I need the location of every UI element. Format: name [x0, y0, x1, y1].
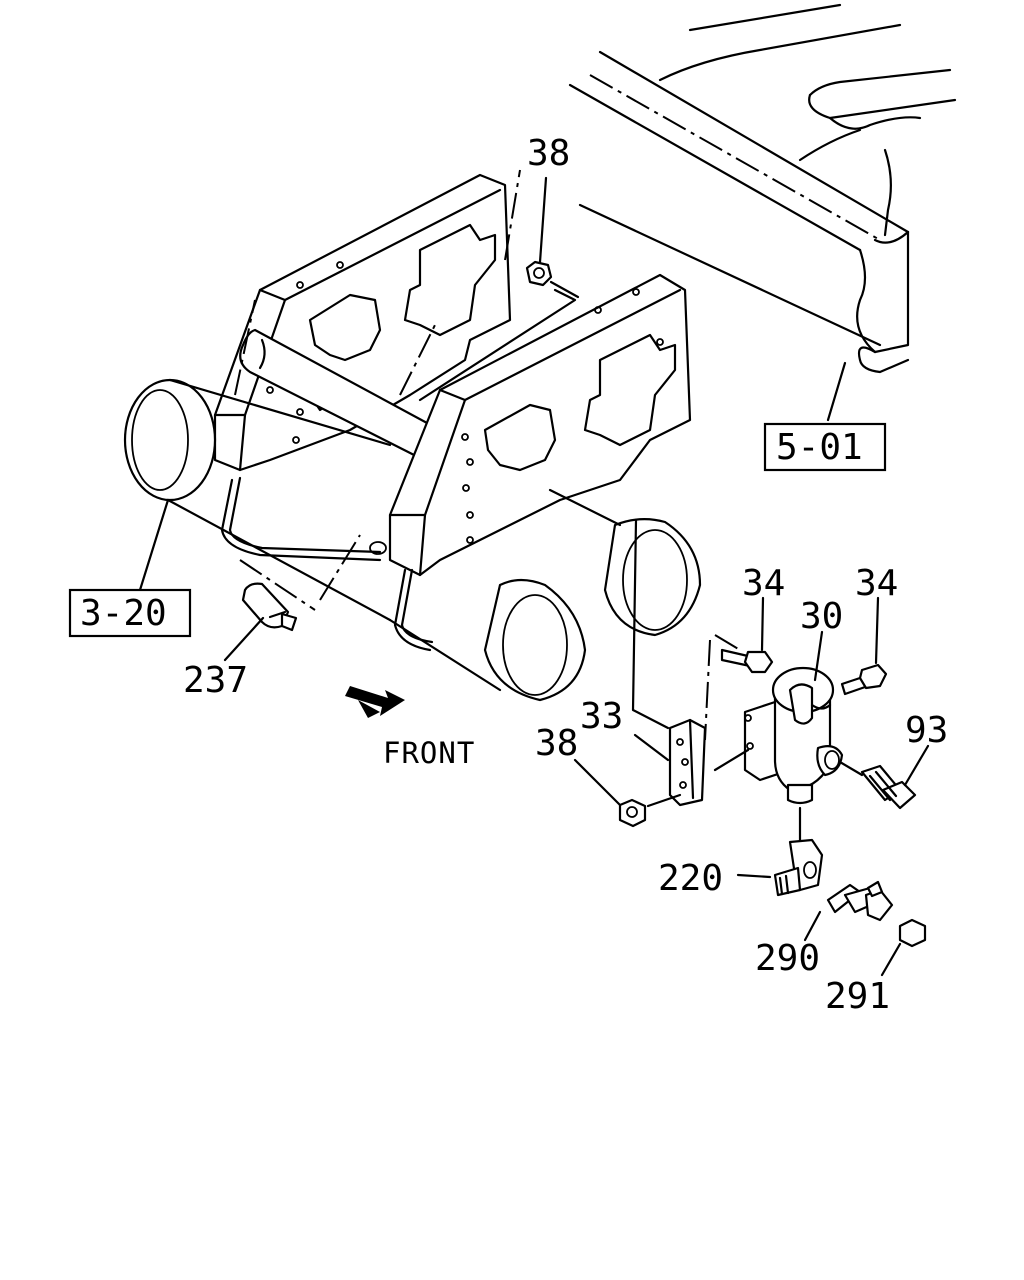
alignment-lines [234, 169, 741, 741]
part-label-220: 220 [658, 858, 723, 899]
part-93-fitting: 93 [838, 710, 948, 810]
air-tank-front [388, 578, 587, 702]
reference-box-3-20: 3-20 [68, 498, 192, 638]
part-38-nut-top: 38 [525, 133, 580, 299]
part-label-33: 33 [580, 696, 623, 737]
part-38-nut-bottom: 38 [535, 723, 682, 828]
front-label: FRONT [383, 736, 475, 770]
frame-rail [568, 3, 957, 422]
part-label-30: 30 [800, 596, 843, 637]
part-label-34-right: 34 [855, 563, 898, 604]
crossmember-bracket-rear [213, 173, 512, 472]
reference-box-5-01: 5-01 [763, 422, 887, 472]
part-label-38-bottom: 38 [535, 723, 578, 764]
part-label-237: 237 [183, 660, 248, 701]
part-220-connector: 220 [658, 806, 824, 899]
part-290-drain-valve: 290 [755, 880, 894, 979]
part-label-34-left: 34 [742, 563, 785, 604]
part-label-38-top: 38 [527, 133, 570, 174]
part-label-291: 291 [825, 976, 890, 1017]
front-arrow-icon: FRONT [345, 686, 475, 770]
air-tank-left [123, 378, 392, 622]
ref-label-5-01: 5-01 [776, 427, 863, 468]
part-237-pressure-switch: 237 [183, 582, 298, 701]
ref-label-3-20: 3-20 [80, 593, 167, 634]
part-30-valve: 30 [713, 596, 843, 805]
crossmember-bracket-front [388, 273, 692, 577]
air-line [220, 476, 434, 652]
part-label-290: 290 [755, 938, 820, 979]
air-tank-rear [548, 488, 702, 637]
part-33-bracket: 33 [580, 518, 707, 807]
part-291-cap: 291 [825, 918, 927, 1017]
part-34-bolt-right: 34 [840, 563, 898, 696]
part-34-bolt-left: 34 [720, 563, 785, 674]
part-label-93: 93 [905, 710, 948, 751]
